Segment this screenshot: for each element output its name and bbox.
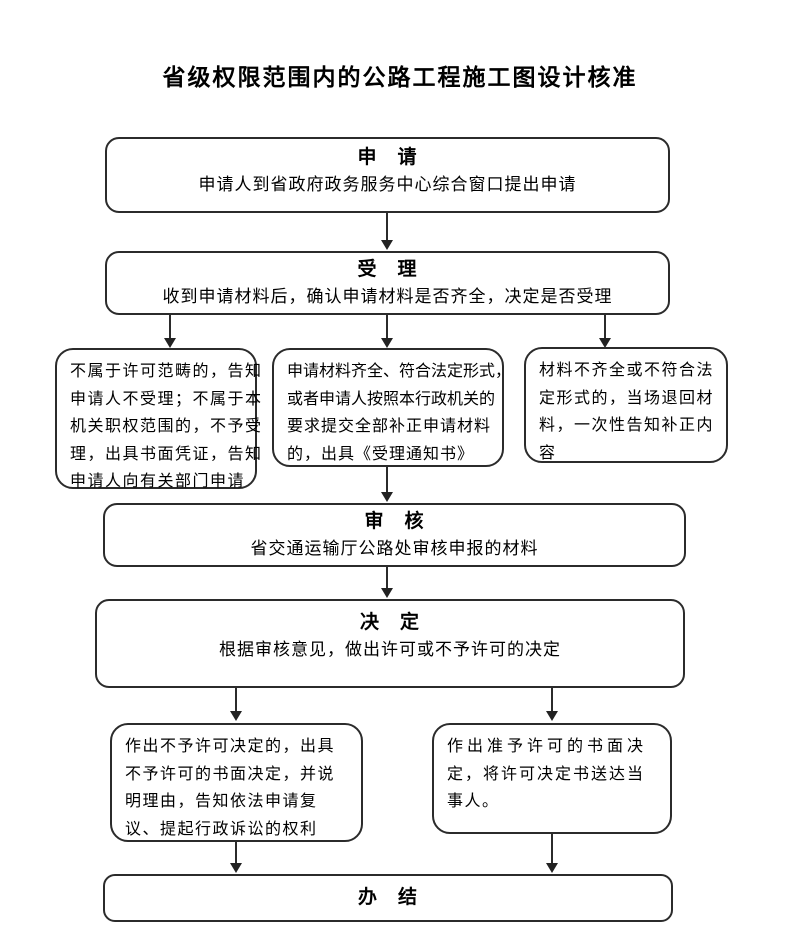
branch-incomplete-box: 材料不齐全或不符合法 定形式的，当场退回材 料，一次性告知补正内 容 — [524, 347, 728, 463]
branch-not-accepted-box: 不属于许可范畴的，告知 申请人不受理；不属于本 机关职权范围的，不予受 理，出具… — [55, 348, 263, 490]
arrowhead-down-icon — [381, 240, 393, 250]
arrowhead-down-icon — [599, 338, 611, 348]
branch-line: 容 — [539, 444, 557, 462]
step-review-box: 审 核 省交通运输厅公路处审核申报的材料 — [103, 503, 686, 567]
step-review-body: 省交通运输厅公路处审核申报的材料 — [250, 539, 539, 558]
connector-line — [551, 834, 553, 865]
step-accept-box: 受 理 收到申请材料后，确认申请材料是否齐全，决定是否受理 — [105, 251, 670, 315]
step-review-heading: 审 核 — [364, 511, 425, 532]
branch-line: 或者申请人按照本行政机关的 — [287, 390, 496, 408]
connector-line — [386, 213, 388, 242]
arrowhead-down-icon — [546, 863, 558, 873]
outcome-line: 作出准予许可的书面决 — [447, 738, 648, 755]
connector-line — [551, 688, 553, 713]
connector-decide-to-grant — [546, 688, 558, 721]
connector-line — [386, 567, 388, 590]
connector-deny-to-close — [230, 842, 242, 873]
connector-line — [604, 315, 606, 340]
arrowhead-down-icon — [381, 492, 393, 502]
outcome-deny-box: 作出不予许可决定的，出具 不予许可的书面决定，并说 明理由，告知依法申请复 议、… — [110, 723, 363, 842]
connector-accept-to-incomplete — [599, 315, 611, 348]
step-close-heading: 办 结 — [357, 887, 418, 908]
connector-accepted-to-review — [381, 467, 393, 502]
step-apply-body: 申请人到省政府政务服务中心综合窗口提出申请 — [198, 175, 577, 194]
outcome-line: 议、提起行政诉讼的权利 — [125, 820, 318, 838]
connector-line — [386, 467, 388, 494]
arrowhead-down-icon — [381, 588, 393, 598]
arrowhead-down-icon — [230, 863, 242, 873]
outcome-line: 不予许可的书面决定，并说 — [125, 765, 336, 783]
connector-line — [169, 315, 171, 340]
connector-line — [235, 688, 237, 713]
branch-line: 材料不齐全或不符合法 — [539, 362, 715, 379]
connector-accept-to-not-accepted — [164, 315, 176, 348]
step-decide-box: 决 定 根据审核意见，做出许可或不予许可的决定 — [95, 599, 685, 688]
step-apply-heading: 申 请 — [357, 147, 418, 168]
arrowhead-down-icon — [164, 338, 176, 348]
connector-accept-to-accepted — [381, 315, 393, 348]
step-decide-heading: 决 定 — [359, 612, 420, 633]
branch-line: 定形式的，当场退回材 — [539, 389, 715, 407]
step-close-box: 办 结 — [103, 874, 673, 922]
connector-decide-to-deny — [230, 688, 242, 721]
connector-grant-to-close — [546, 834, 558, 873]
outcome-line: 定，将许可决定书送达当 — [447, 765, 646, 783]
connector-review-to-decide — [381, 567, 393, 598]
arrowhead-down-icon — [230, 711, 242, 721]
branch-line: 理，出具书面凭证，告知 — [70, 445, 263, 463]
outcome-grant-box: 作出准予许可的书面决 定，将许可决定书送达当 事人。 — [432, 723, 672, 834]
outcome-line: 事人。 — [447, 793, 500, 810]
branch-line: 申请人不受理；不属于本 — [70, 390, 263, 408]
step-accept-body: 收到申请材料后，确认申请材料是否齐全，决定是否受理 — [162, 287, 613, 306]
step-apply-box: 申 请 申请人到省政府政务服务中心综合窗口提出申请 — [105, 137, 670, 213]
connector-apply-to-accept — [381, 213, 393, 250]
branch-line: 要求提交全部补正申请材料 — [287, 418, 492, 435]
branch-accepted-box: 申请材料齐全、符合法定形式， 或者申请人按照本行政机关的 要求提交全部补正申请材… — [272, 348, 512, 467]
branch-line: 不属于许可范畴的，告知 — [70, 363, 263, 380]
arrowhead-down-icon — [546, 711, 558, 721]
outcome-line: 明理由，告知依法申请复 — [125, 793, 318, 810]
connector-line — [386, 315, 388, 340]
branch-line: 的，出具《受理通知书》 — [287, 445, 475, 463]
page-title: 省级权限范围内的公路工程施工图设计核准 — [162, 65, 638, 90]
connector-line — [235, 842, 237, 865]
branch-line: 机关职权范围的，不予受 — [70, 418, 263, 435]
branch-line: 申请材料齐全、符合法定形式， — [287, 363, 512, 380]
step-accept-heading: 受 理 — [357, 259, 418, 280]
step-decide-body: 根据审核意见，做出许可或不予许可的决定 — [219, 640, 561, 659]
branch-line: 申请人向有关部门申请 — [70, 473, 246, 490]
outcome-line: 作出不予许可决定的，出具 — [125, 738, 336, 755]
arrowhead-down-icon — [381, 338, 393, 348]
branch-line: 料，一次性告知补正内 — [539, 417, 715, 434]
